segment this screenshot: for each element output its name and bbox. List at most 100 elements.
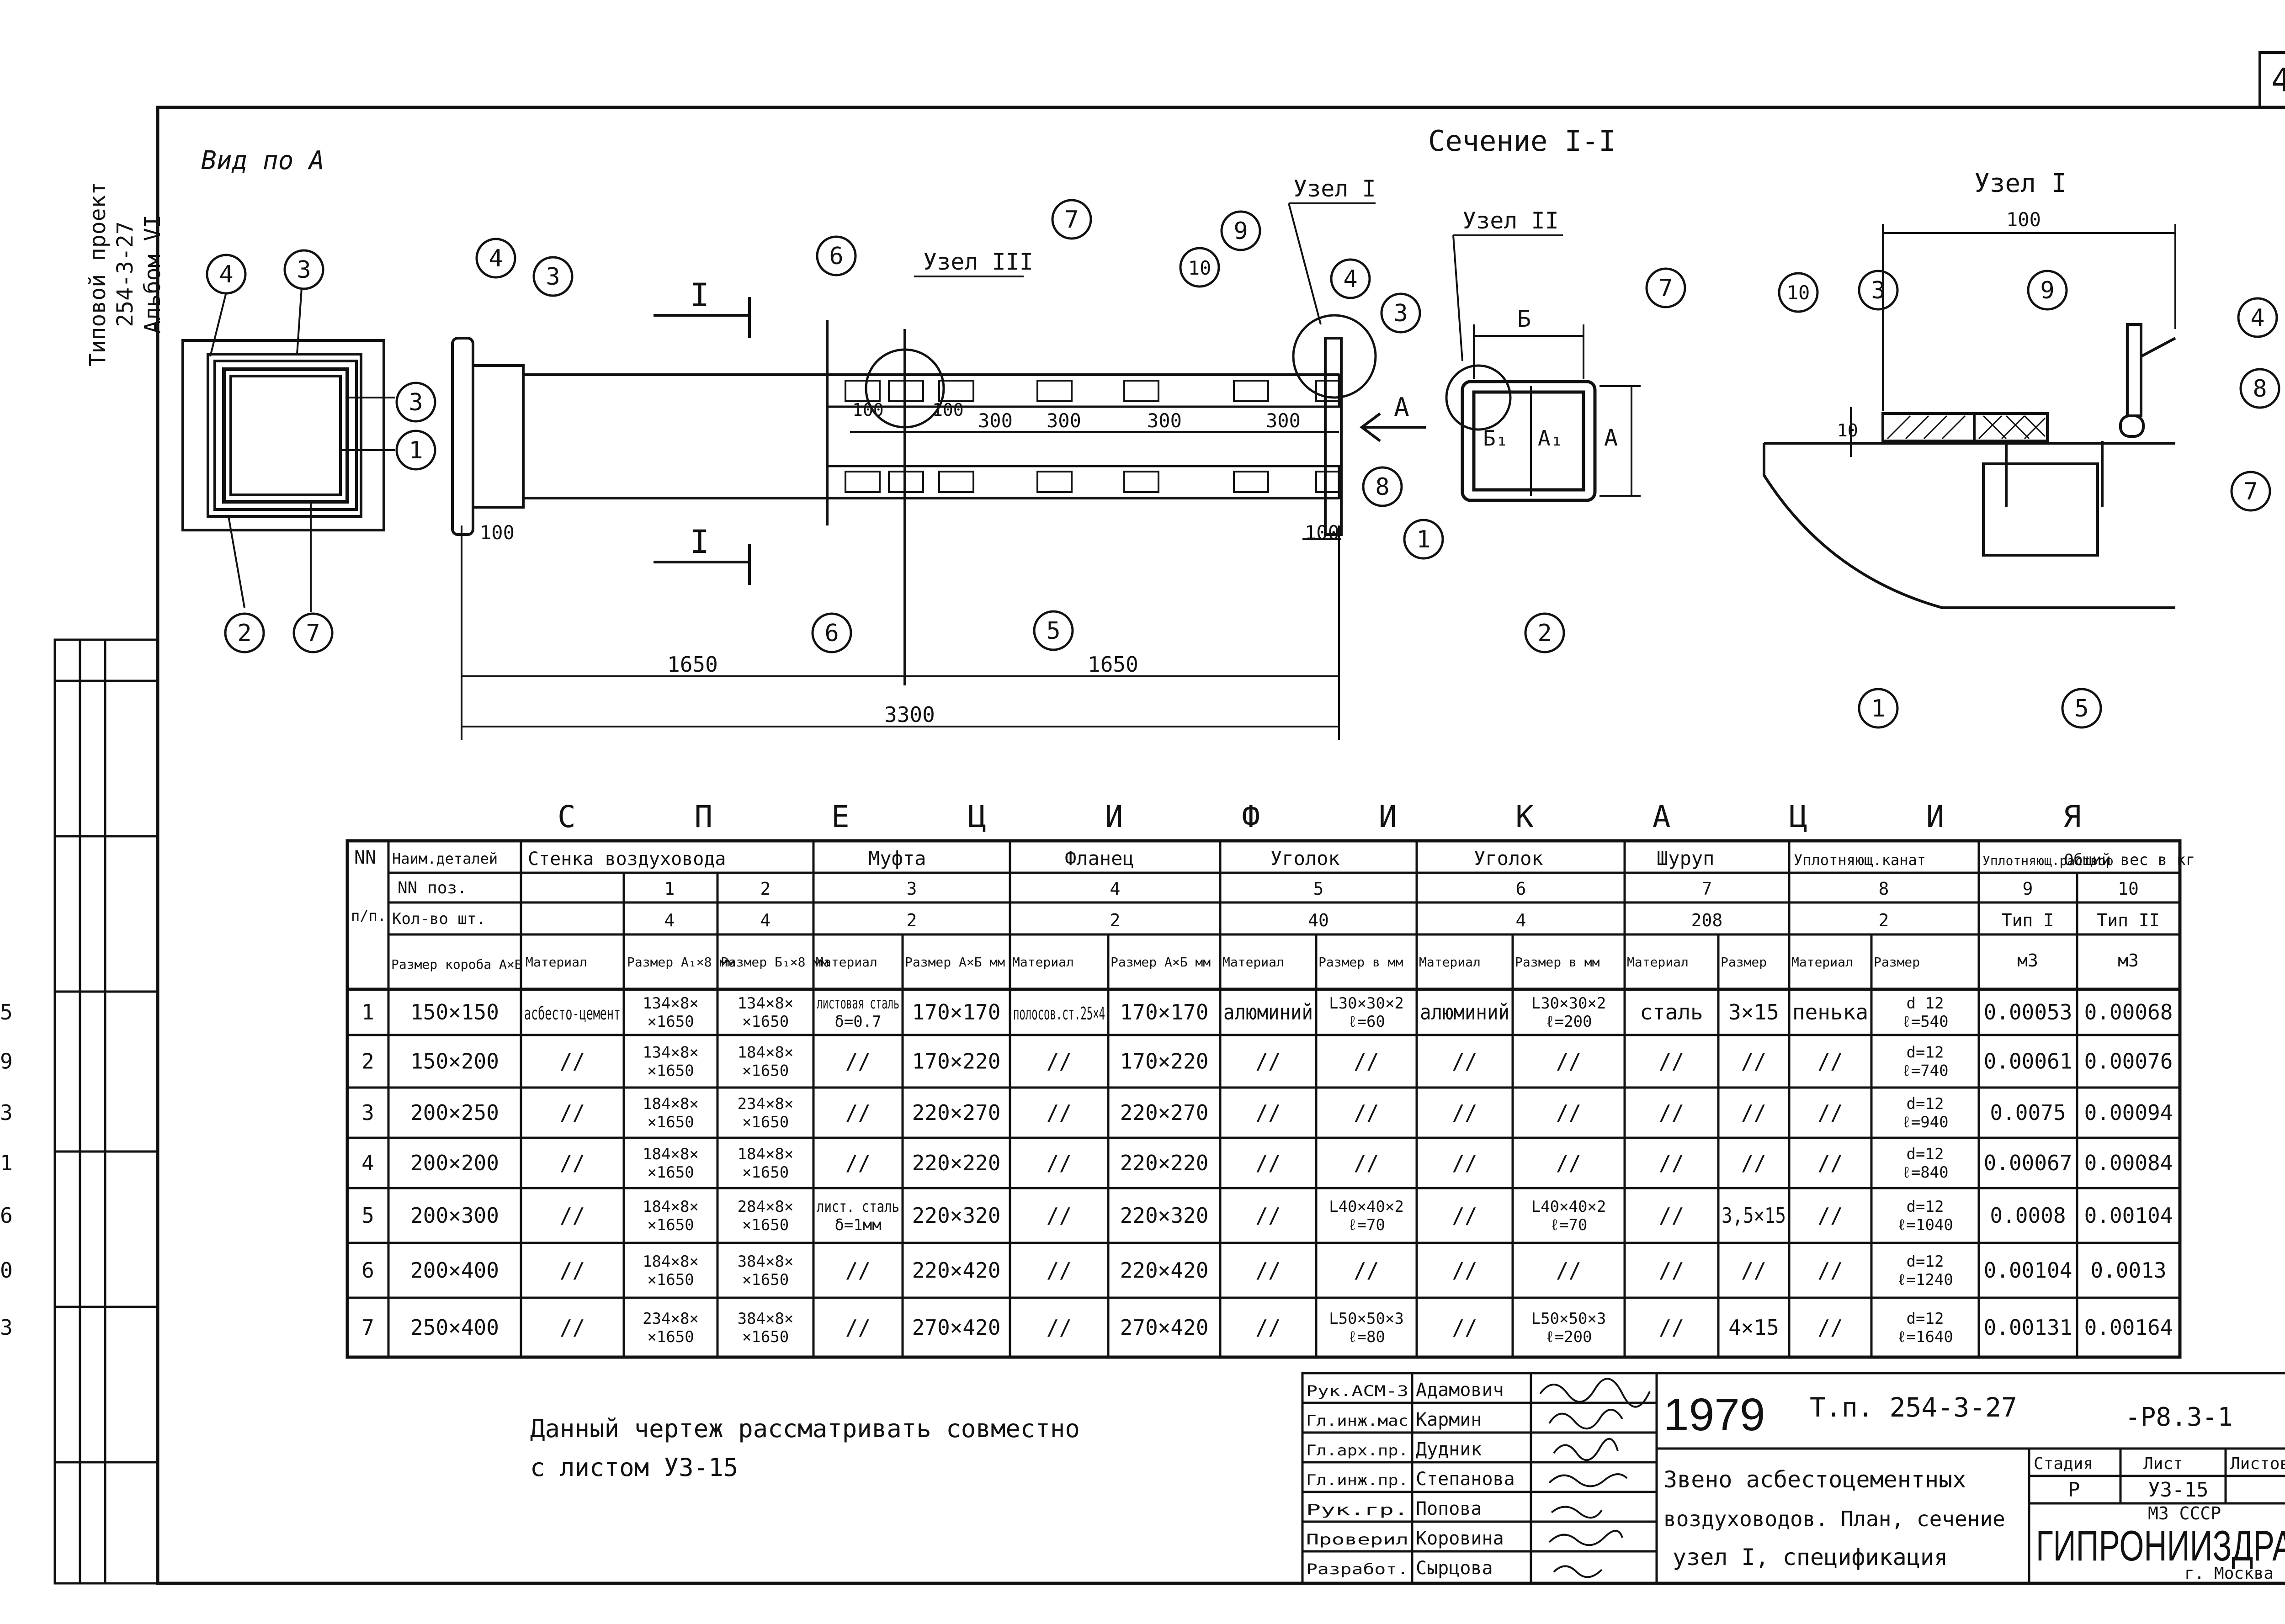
- spec-cell: ℓ=70: [1348, 1216, 1385, 1234]
- spec-cell: ℓ=740: [1902, 1062, 1948, 1080]
- section-cut-marks: [654, 297, 751, 585]
- tb-person-name: Кармин: [1416, 1409, 1482, 1430]
- qty-2: 4: [760, 910, 771, 930]
- spec-cell: //: [845, 1100, 871, 1125]
- spec-cell: 200×300: [410, 1203, 499, 1228]
- spec-cell: //: [1047, 1315, 1072, 1340]
- spec-cell: //: [1817, 1203, 1843, 1228]
- spec-cell: 0.00131: [1984, 1315, 2072, 1340]
- spec-cell: δ=1мм: [834, 1216, 881, 1234]
- sub-muff-mat: Материал: [816, 955, 877, 970]
- grp-wall: Стенка воздуховода: [528, 849, 726, 870]
- spec-cell: //: [1354, 1151, 1379, 1175]
- callout-7-viewa: 7: [306, 620, 320, 647]
- spec-cell: //: [1741, 1049, 1766, 1074]
- spec-cell: 270×420: [1120, 1315, 1209, 1340]
- sub-wall-a: Размер А₁×8 мм: [627, 955, 735, 970]
- spec-cell: 0.00068: [2084, 1000, 2173, 1024]
- tb-person-name: Адамович: [1416, 1380, 1504, 1401]
- spec-cell: //: [1659, 1258, 1684, 1283]
- spec-cell: 220×320: [912, 1203, 1001, 1228]
- pos-5: 5: [1313, 879, 1324, 899]
- spec-cell: ℓ=1040: [1897, 1216, 1953, 1234]
- pos-2: 2: [760, 879, 771, 899]
- tb-title3: узел I, спецификация: [1673, 1544, 1948, 1571]
- qty-5: 40: [1308, 910, 1329, 930]
- spec-cell: 170×220: [912, 1049, 1001, 1074]
- grp-weight: Общий вес в кг: [2064, 851, 2195, 869]
- spec-cell: 170×220: [1120, 1049, 1209, 1074]
- dim-a: А: [1604, 425, 1618, 451]
- spec-cell: 220×270: [1120, 1100, 1209, 1125]
- spec-cell: 26: [0, 1203, 13, 1228]
- spec-cell: 384×8×: [738, 1310, 794, 1328]
- spec-cell: ℓ=1240: [1897, 1271, 1953, 1289]
- spec-cell: //: [1354, 1100, 1379, 1125]
- callout-4-node: 4: [2250, 304, 2264, 332]
- sub-flange-mat: Материал: [1012, 955, 1074, 970]
- side-label-line3: Альбом VI: [140, 215, 165, 334]
- view-a-title: Вид по А: [201, 146, 324, 175]
- sub-mortar-10: м3: [2118, 950, 2139, 971]
- spec-cell: //: [1452, 1258, 1477, 1283]
- spec-cell: L50×50×3: [1531, 1310, 1606, 1328]
- spec-cell: 220×220: [912, 1151, 1001, 1175]
- spec-cell: 3: [361, 1100, 374, 1125]
- spec-cell: 184×8×: [643, 1145, 699, 1163]
- node1-label: Узел I: [1293, 175, 1376, 202]
- spec-cell: δ=0.7: [834, 1013, 881, 1031]
- callout-3-viewa: 3: [297, 256, 311, 284]
- hdr-qty: Кол-во шт.: [392, 910, 486, 928]
- spec-cell: L30×30×2: [1531, 994, 1606, 1013]
- spec-cell: ×1650: [742, 1216, 789, 1234]
- spec-cell: L40×40×2: [1329, 1198, 1404, 1216]
- spec-cell: ℓ=200: [1545, 1013, 1592, 1031]
- node3-circle: [865, 348, 945, 429]
- grp-angle6: Уголок: [1474, 847, 1543, 870]
- section-mark-bottom: I: [690, 523, 709, 561]
- arrow-a-label: А: [1394, 393, 1409, 422]
- spec-cell: 200×250: [410, 1100, 499, 1125]
- callout-3-node: 3: [1871, 277, 1885, 304]
- page-number: 45: [2271, 62, 2285, 99]
- spec-cell: //: [1255, 1315, 1281, 1340]
- dim-100-left: 100: [480, 521, 515, 544]
- tb-role: Гл.арх.пр.: [1306, 1442, 1408, 1459]
- pos-6: 6: [1516, 879, 1526, 899]
- spec-cell: //: [1047, 1203, 1072, 1228]
- tb-role: Проверил: [1306, 1531, 1408, 1548]
- spec-cell: //: [560, 1203, 585, 1228]
- spec-cell: ℓ=540: [1902, 1013, 1948, 1031]
- spec-cell: //: [1047, 1258, 1072, 1283]
- pos-7: 7: [1702, 879, 1712, 899]
- callout-circles: [206, 199, 2280, 729]
- page-number-box: [2258, 51, 2285, 109]
- tb-role: Рук.гр.: [1306, 1501, 1408, 1518]
- spec-cell: 0.00076: [2084, 1049, 2173, 1074]
- spec-cell: 284×8×: [738, 1198, 794, 1216]
- spec-cell: 0.00061: [1984, 1049, 2072, 1074]
- spec-cell: //: [1354, 1049, 1379, 1074]
- cross-section: [1461, 380, 1597, 502]
- spec-cell: 184×8×: [643, 1252, 699, 1271]
- spec-cell: 384×8×: [738, 1252, 794, 1271]
- dim-100-node3b: 100: [932, 400, 964, 420]
- dim-1650-right: 1650: [1088, 652, 1138, 677]
- spec-cell: алюминий: [1420, 1000, 1509, 1024]
- spec-cell: //: [845, 1151, 871, 1175]
- sub-rope-size: Размер: [1874, 955, 1920, 970]
- sub-wall-b: Размер Б₁×8 мм: [721, 955, 829, 970]
- spec-cell: лист. сталь: [817, 1198, 899, 1216]
- tb-role: Разработ.: [1306, 1560, 1408, 1578]
- spec-cell: ℓ=80: [1348, 1328, 1385, 1346]
- spec-cell: //: [1047, 1100, 1072, 1125]
- grp-screw: Шуруп: [1657, 847, 1714, 870]
- tb-project-code: Т.п. 254-3-27: [1810, 1392, 2017, 1423]
- hdr-pp: п/п.: [351, 907, 386, 924]
- spec-cell: d=12: [1907, 1095, 1944, 1113]
- spec-cell: 23: [0, 1100, 13, 1125]
- spec-cell: ×1650: [742, 1328, 789, 1346]
- dim-300-d: 300: [1266, 409, 1301, 432]
- dim-100-right: 100: [1305, 521, 1339, 544]
